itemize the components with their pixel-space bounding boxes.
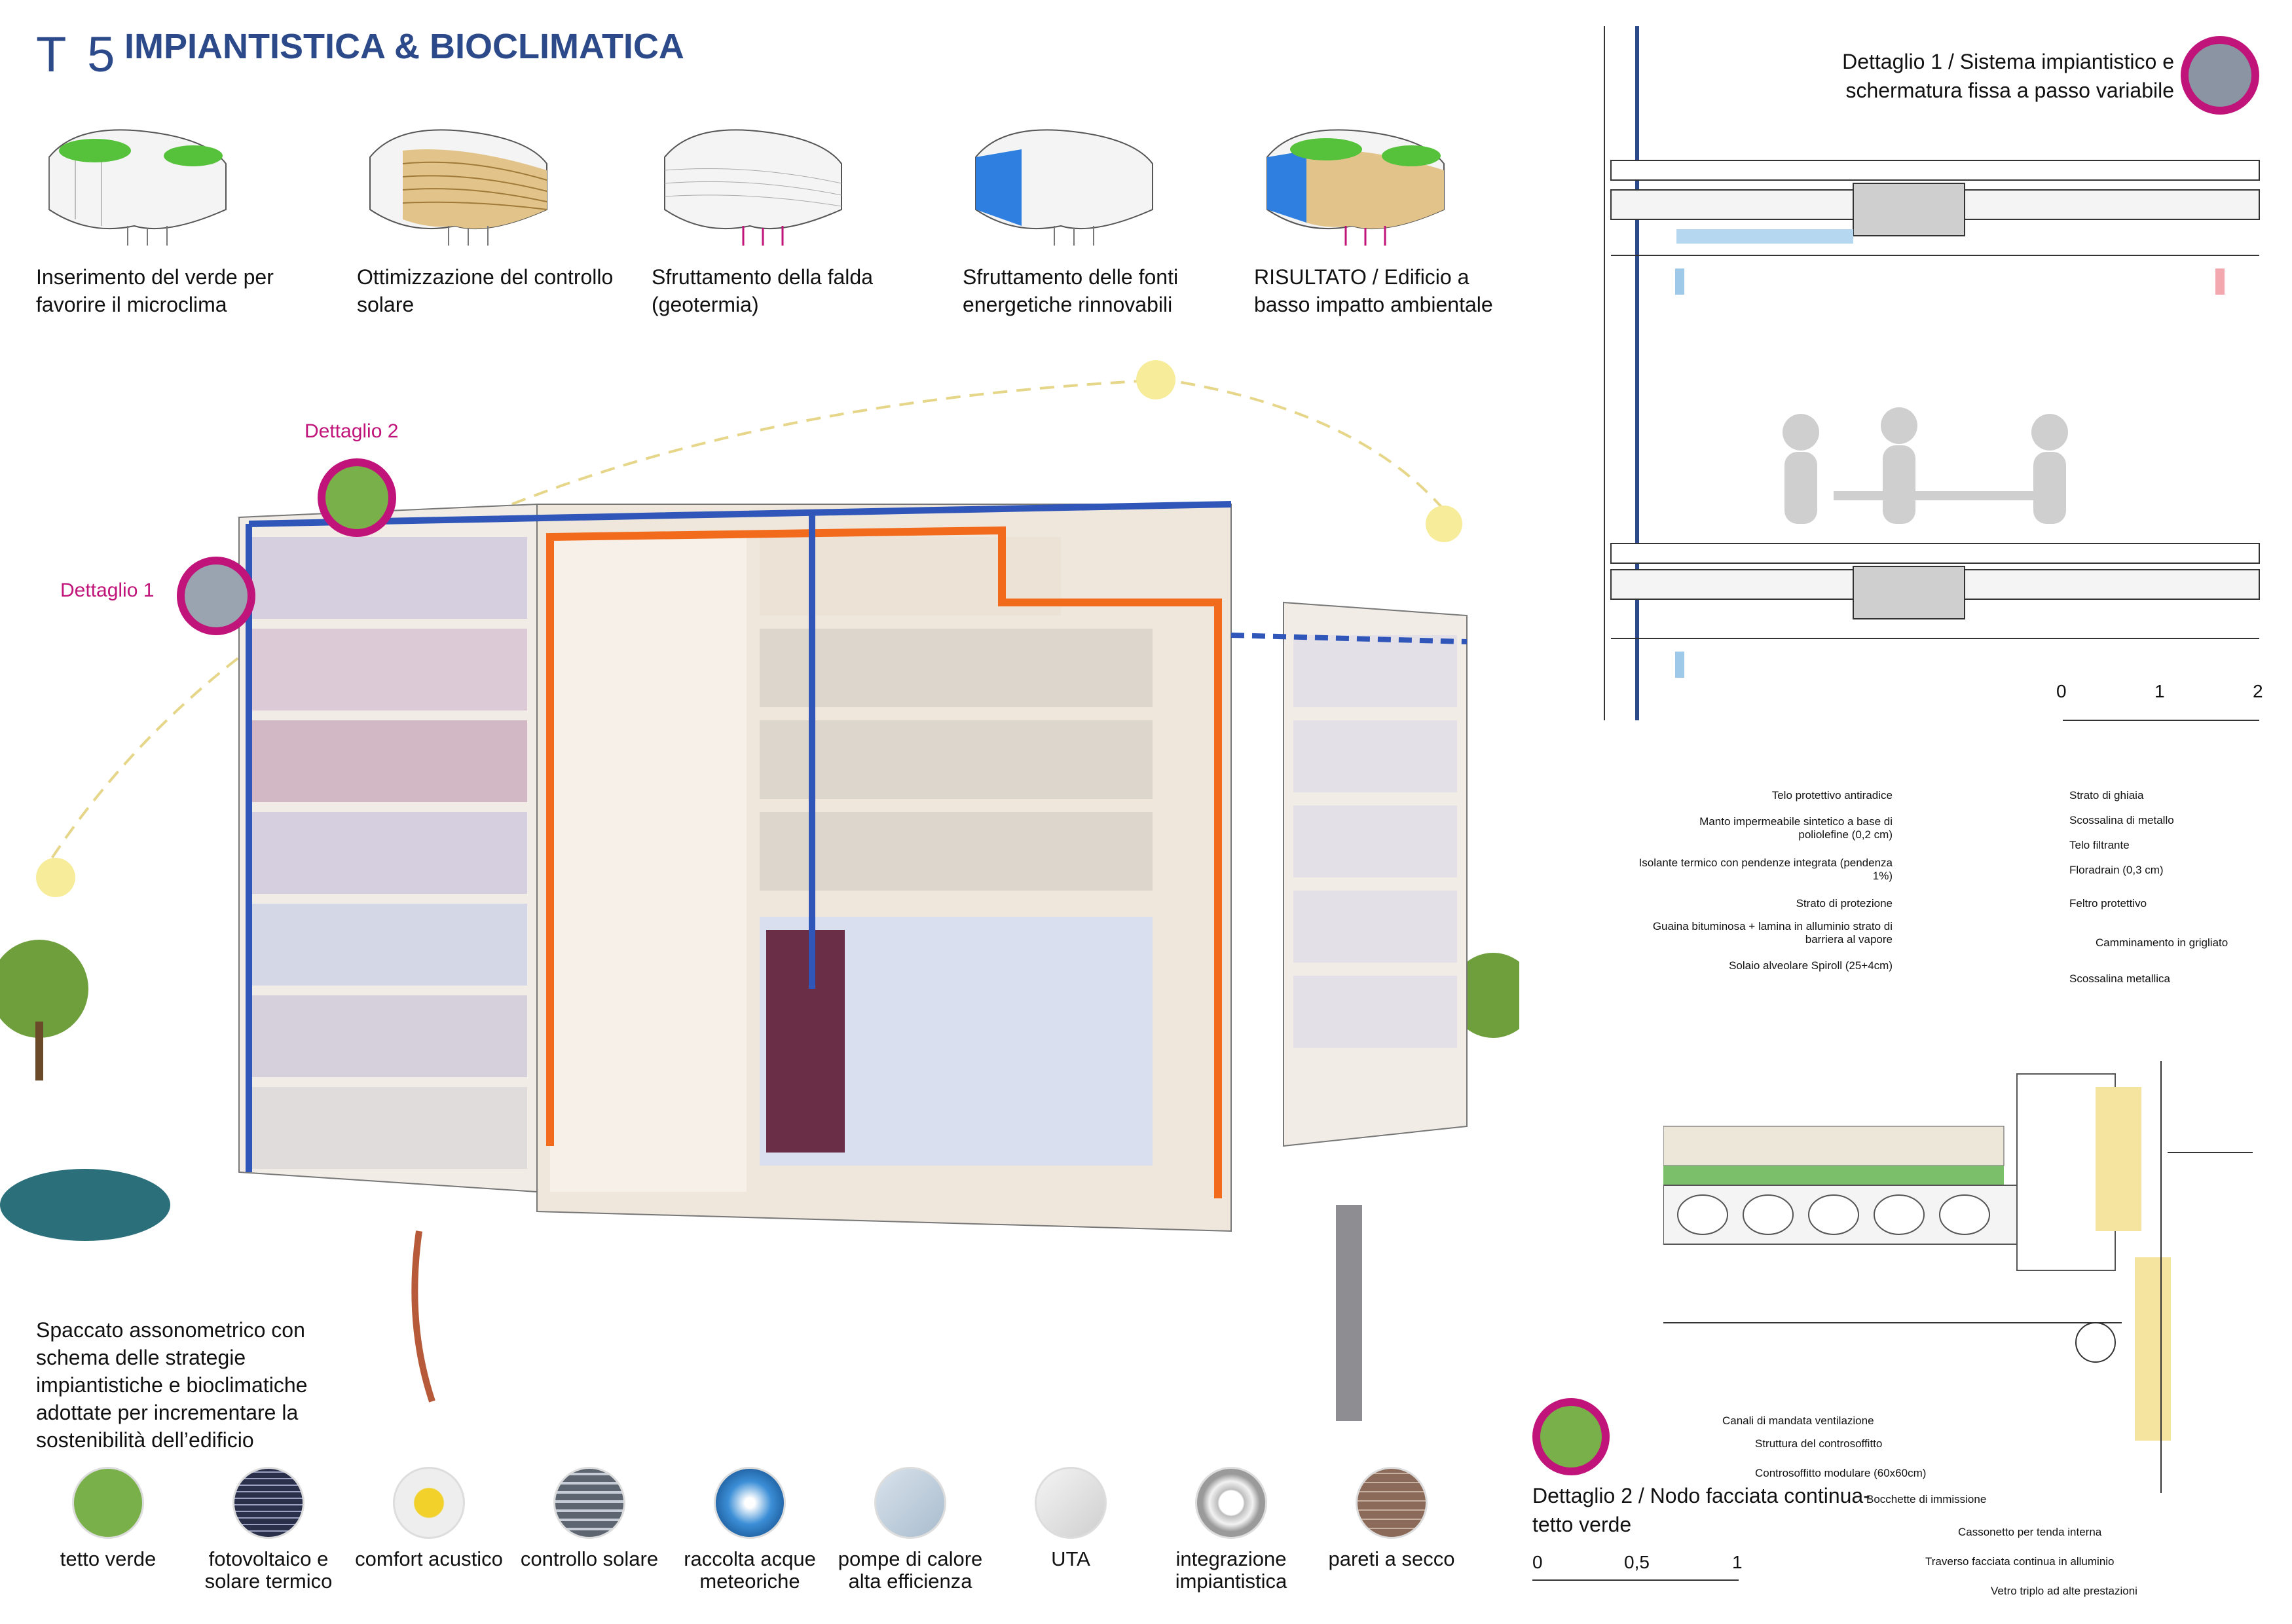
- d2-label: Controsoffitto modulare (60x60cm): [1755, 1467, 1927, 1479]
- legend-item: pompe di calore alta efficienza: [835, 1467, 986, 1593]
- legend-item: tetto verde: [33, 1467, 183, 1570]
- duct-connection: [1230, 633, 1468, 644]
- d2-label: Cassonetto per tenda interna: [1958, 1526, 2102, 1538]
- central-block-floors: [550, 537, 1153, 1192]
- d2-label: Floradrain (0,3 cm): [2069, 864, 2164, 876]
- sheet-code: T 5: [36, 27, 119, 83]
- hot-water-pipe: [546, 526, 1222, 1198]
- d2-label: Vetro triplo ad alte prestazioni: [1991, 1585, 2137, 1597]
- d2-label: Manto impermeabile sintetico a base di p…: [1699, 815, 1893, 841]
- strategy-renewables: Sfruttamento delle fonti energetiche rin…: [963, 111, 1238, 318]
- floor-slab: [1610, 543, 2260, 564]
- right-block-floors: [1293, 635, 1457, 1048]
- d2-label: Guaina bituminosa + lamina in alluminio …: [1652, 920, 1893, 946]
- d2-label: Traverso facciata continua in alluminio: [1925, 1555, 2115, 1568]
- cold-water-pipe: [246, 501, 1232, 1172]
- strategy-geothermal: Sfruttamento della falda (geotermia): [652, 111, 927, 318]
- strategy-caption: Sfruttamento della falda (geotermia): [652, 265, 873, 316]
- axonometric-caption: Spaccato assonometrico con schema delle …: [36, 1318, 308, 1452]
- strategy-caption: Ottimizzazione del controllo solare: [357, 265, 614, 316]
- solar-shading-icon: [553, 1467, 625, 1539]
- detail1-scale-2: 2: [2253, 681, 2263, 701]
- blind-box: [2075, 1322, 2116, 1363]
- legend-item: controllo solare: [514, 1467, 665, 1570]
- d2-label: Bocchette di immissione: [1866, 1493, 1987, 1505]
- strategy-caption: RISULTATO / Edificio a basso impatto amb…: [1254, 265, 1493, 316]
- detail1-scale-1: 1: [2154, 681, 2165, 701]
- d2-label: Telo protettivo antiradice: [1771, 789, 1893, 802]
- d2-label: Isolante termico con pendenze integrata …: [1638, 857, 1893, 882]
- duct-box: [1853, 566, 1965, 619]
- solar-shading-ring-icon: [177, 557, 255, 635]
- legend-item: comfort acustico: [354, 1467, 504, 1570]
- acoustic-comfort-icon: [393, 1467, 465, 1539]
- solar-panel-icon: [232, 1467, 305, 1539]
- tree: [1451, 953, 1519, 1038]
- sheet-title: IMPIANTISTICA & BIOCLIMATICA: [124, 27, 684, 66]
- building-renewables-icon: [975, 129, 1153, 246]
- building-green-roof-icon: [48, 129, 227, 246]
- insulation-panel: [2135, 1257, 2171, 1441]
- green-roof-ring-icon: [318, 458, 396, 537]
- green-roof-icon: [72, 1467, 144, 1539]
- d2-label: Canali di mandata ventilazione: [1722, 1414, 1874, 1427]
- detail1-title: Dettaglio 1 / Sistema impiantistico e sc…: [1842, 50, 2174, 102]
- drainage-layer: [1663, 1166, 2004, 1185]
- d2-label: Scossalina di metallo: [2069, 814, 2174, 826]
- diffuser-icon: [1195, 1467, 1267, 1539]
- air-handling-unit-icon: [1035, 1467, 1107, 1539]
- sun-icon: [1136, 360, 1175, 399]
- d2-label: Solaio alveolare Spiroll (25+4cm): [1729, 959, 1893, 972]
- rainwater-pipe: [1336, 1205, 1362, 1421]
- detail2-section-drawing: [1663, 1061, 2253, 1493]
- strategy-green: Inserimento del verde per favorire il mi…: [36, 111, 311, 318]
- left-block-floors: [252, 537, 527, 1169]
- sun-icon: [36, 858, 75, 897]
- supply-duct: [1676, 229, 1853, 244]
- d2-label: Telo filtrante: [2069, 839, 2130, 851]
- detail2-label: Dettaglio 2: [305, 420, 399, 442]
- building-solar-control-icon: [369, 129, 547, 246]
- d2-label: Camminamento in grigliato: [2096, 936, 2228, 949]
- legend-item: integrazione impiantistica: [1156, 1467, 1306, 1593]
- strategy-solar: Ottimizzazione del controllo solare: [357, 111, 632, 318]
- insulation-panel: [2096, 1087, 2141, 1231]
- gravel-layer: [1663, 1126, 2005, 1166]
- detail2-scale-1: 0,5: [1624, 1552, 1650, 1572]
- detail2-scale-0: 0: [1532, 1552, 1543, 1572]
- d2-label: Scossalina metallica: [2069, 972, 2171, 985]
- legend-item: raccolta acque meteoriche: [675, 1467, 825, 1593]
- legend-item: UTA: [995, 1467, 1146, 1570]
- detail2-scale-bar: [1532, 1579, 1739, 1581]
- people-silhouettes: [1783, 407, 2068, 524]
- heat-pump-icon: [874, 1467, 946, 1539]
- d2-label: Struttura del controsoffitto: [1755, 1437, 1883, 1450]
- duct-box: [1853, 183, 1965, 236]
- legend-item: fotovoltaico e solare termico: [193, 1467, 344, 1593]
- d2-label: Strato di protezione: [1796, 897, 1893, 910]
- d2-label: Feltro protettivo: [2069, 897, 2147, 910]
- strategy-caption: Inserimento del verde per favorire il mi…: [36, 265, 274, 316]
- detail1-section-drawing: [1604, 26, 2260, 721]
- detail1-label: Dettaglio 1: [60, 580, 155, 601]
- detail2-scale-2: 1: [1732, 1552, 1743, 1572]
- sun-path: [38, 378, 1462, 879]
- building-result-icon: [1266, 129, 1445, 246]
- rainwater-icon: [714, 1467, 786, 1539]
- legend-item: pareti a secco: [1316, 1467, 1467, 1570]
- detail1-scale-0: 0: [2056, 681, 2067, 701]
- d2-label: Strato di ghiaia: [2069, 789, 2144, 802]
- green-roof-ring-icon: [1532, 1398, 1610, 1475]
- strategy-result: RISULTATO / Edificio a basso impatto amb…: [1254, 111, 1529, 318]
- tree: [0, 940, 88, 1038]
- dry-wall-icon: [1356, 1467, 1428, 1539]
- floor-slab: [1610, 160, 2260, 181]
- axonometric-section-illustration: [0, 360, 1519, 1421]
- strategy-caption: Sfruttamento delle fonti energetiche rin…: [963, 265, 1179, 316]
- geothermal-probe: [411, 1230, 435, 1403]
- rainwater-tank: [0, 1169, 170, 1241]
- building-geothermal-icon: [664, 129, 842, 246]
- detail2-title: Dettaglio 2 / Nodo facciata continua-tet…: [1532, 1484, 1870, 1536]
- sun-icon: [1426, 506, 1462, 542]
